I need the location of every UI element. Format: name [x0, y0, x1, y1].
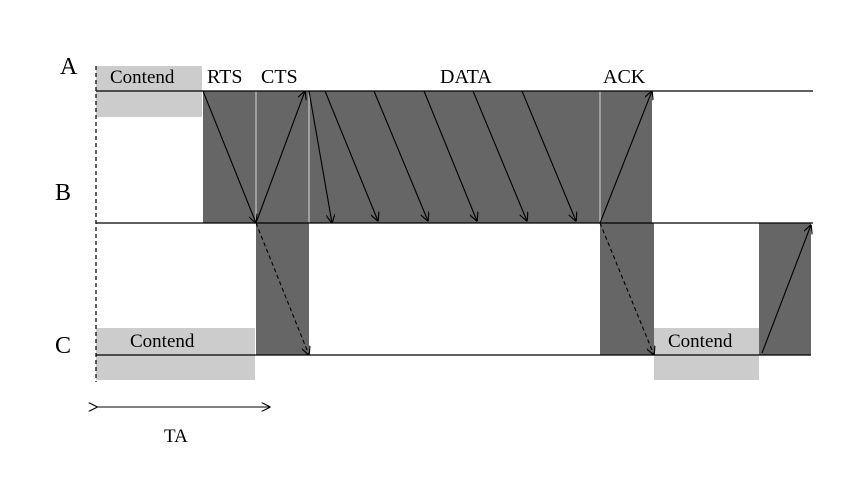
contend-box-c1 [96, 328, 255, 380]
cts-arrow [255, 91, 305, 224]
contend-label-c1: Contend [130, 331, 195, 352]
contend-label-a: Contend [110, 67, 175, 88]
cts-overheard-arrow [255, 222, 309, 355]
phase-label-rts: RTS [207, 66, 242, 88]
data-arrow [308, 90, 332, 223]
ack-arrow [599, 91, 652, 224]
contend-label-c2: Contend [668, 331, 733, 352]
node-label-c: C [55, 333, 71, 359]
node-label-b: B [55, 180, 71, 206]
final-arrow [761, 225, 811, 354]
data-arrow [472, 90, 527, 221]
ta-label: TA [164, 426, 188, 447]
phase-label-ack: ACK [603, 66, 646, 88]
cts-region-ab [256, 91, 309, 223]
final-region [759, 223, 811, 355]
contend-box-c2 [654, 328, 759, 380]
node-label-a: A [60, 54, 78, 80]
data-arrow [423, 90, 477, 221]
ack-overheard-arrow [599, 222, 654, 355]
data-arrow [324, 90, 378, 221]
data-arrow [521, 90, 576, 221]
data-arrow [373, 90, 428, 221]
rts-arrow [202, 90, 256, 223]
phase-label-data: DATA [440, 66, 492, 88]
data-region [309, 91, 600, 223]
phase-label-cts: CTS [261, 66, 298, 88]
